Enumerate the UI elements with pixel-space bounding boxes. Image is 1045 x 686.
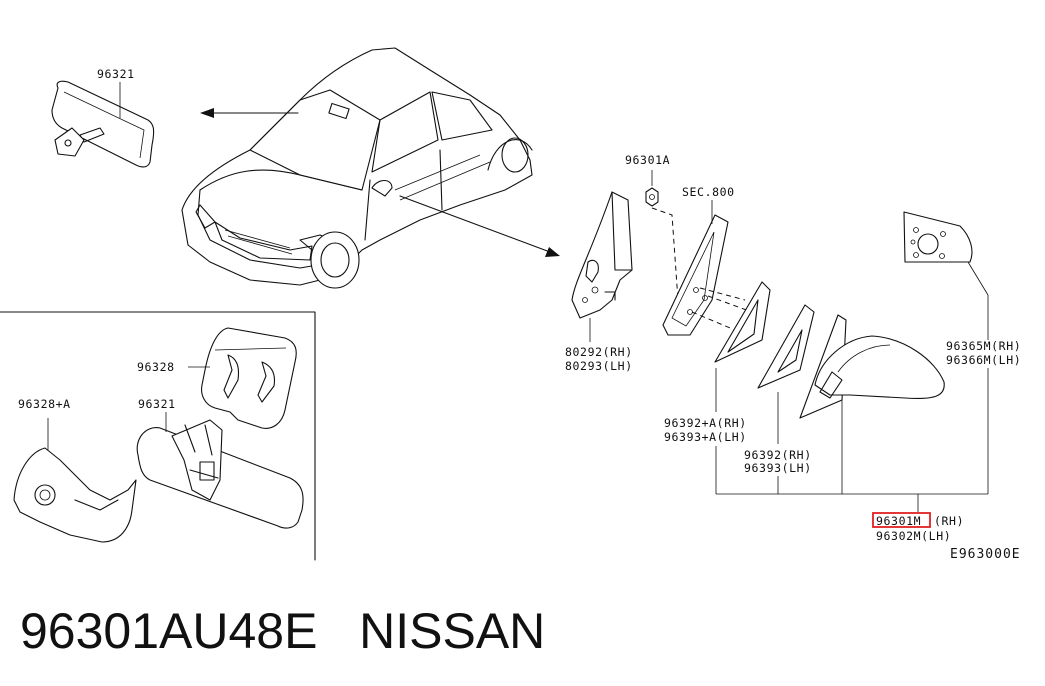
part-label-96328A: 96328+A [18, 397, 71, 411]
cover-96392 [757, 304, 815, 389]
inner-mirror-top [51, 80, 155, 168]
mirror-glass-96365M [903, 211, 989, 296]
door-panel-sec800 [662, 200, 753, 336]
door-mirror-housing [799, 314, 945, 419]
part-label-sec800: SEC.800 [682, 185, 735, 199]
part-label-96321: 96321 [97, 67, 135, 81]
nut-96301A [645, 170, 679, 301]
part-label-96301M[interactable]: 96301M [876, 514, 921, 528]
mirror-cover-96328 [188, 327, 297, 429]
part-label-96301M-side: (RH) [934, 514, 964, 528]
inset-box [0, 311, 316, 561]
part-label-96366M: 96366M(LH) [946, 353, 1021, 367]
part-label-96392A: 96392+A(RH) [664, 416, 747, 430]
pointer-arrows [200, 108, 560, 257]
part-label-80293: 80293(LH) [565, 359, 633, 373]
part-label-96365M: 96365M(RH) [946, 339, 1021, 353]
mirror-bracket-96328A [13, 418, 137, 543]
part-caption: 96301AU48E NISSAN [20, 603, 546, 659]
parts-diagram: 96321 96328 96328+A 96321 [0, 47, 1021, 562]
leader-lines [715, 295, 989, 512]
part-label-96321-inset: 96321 [138, 397, 176, 411]
part-label-96392: 96392(RH) [744, 448, 812, 462]
part-label-96302M: 96302M(LH) [876, 529, 951, 543]
part-label-96301A: 96301A [625, 153, 670, 167]
car-illustration [181, 47, 533, 289]
highlight-box-96301M [872, 512, 931, 528]
part-label-96393A: 96393+A(LH) [664, 430, 747, 444]
gasket-96392A [714, 281, 771, 363]
inner-mirror-inset [136, 412, 304, 529]
part-label-96328: 96328 [137, 360, 175, 374]
part-label-80292: 80292(RH) [565, 345, 633, 359]
mirror-base-80292 [571, 191, 633, 342]
diagram-ref-code: E963000E [950, 547, 1021, 562]
part-label-96393: 96393(LH) [744, 461, 812, 475]
